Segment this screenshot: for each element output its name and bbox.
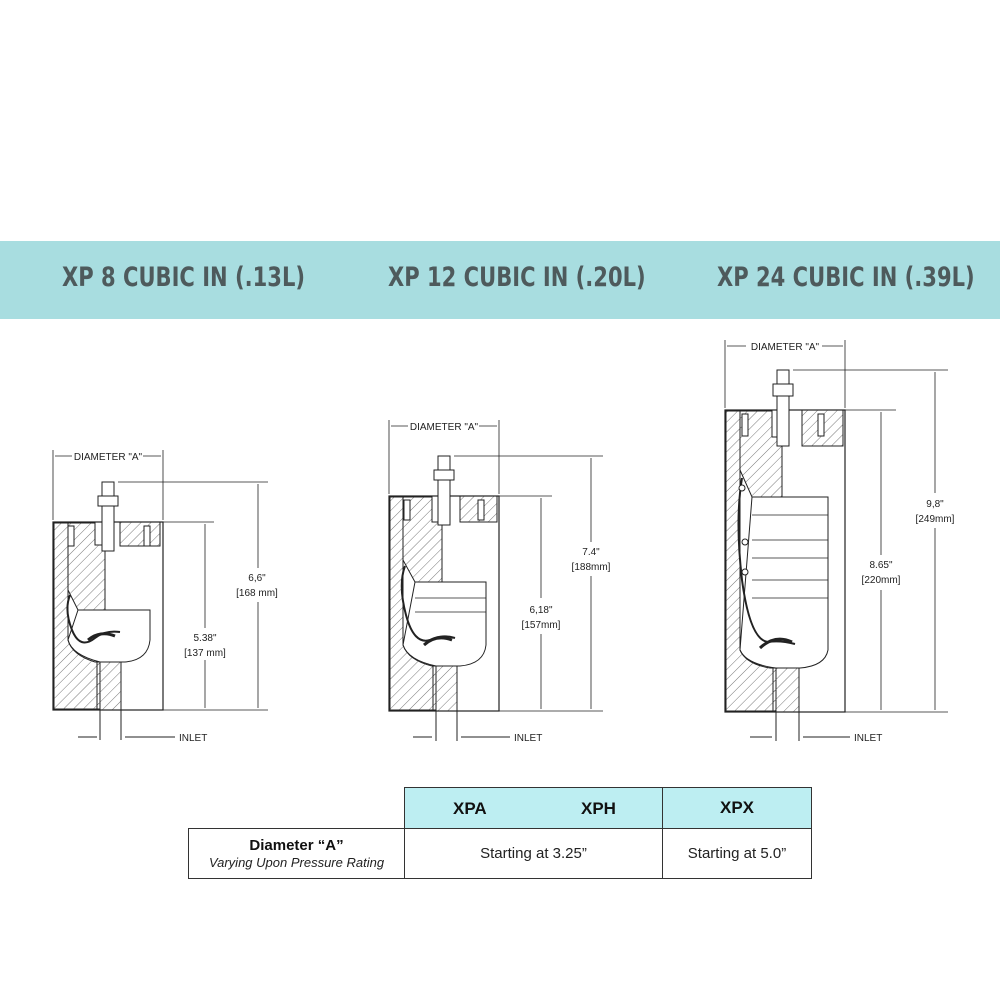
xp12-overall-height-mm: [188mm] [572, 562, 611, 573]
xp8-body-height: 5.38" [193, 633, 216, 644]
drawing-xp24: DIAMETER "A" 9,8" [249mm] 8.65" [220mm] … [724, 340, 955, 744]
xp24-inlet-label: INLET [854, 733, 882, 744]
xp24-overall-height: 9,8" [926, 499, 944, 510]
xp12-diameter-label: DIAMETER "A" [410, 422, 479, 433]
xp8-diameter-label: DIAMETER "A" [74, 452, 143, 463]
table-header-row: XPA XPH XPX [189, 787, 812, 829]
header-xpa-xph: XPA XPH [404, 787, 663, 829]
xp24-body-height-mm: [220mm] [862, 575, 901, 586]
xp24-overall-height-mm: [249mm] [916, 514, 955, 525]
table-corner-cell [189, 788, 405, 829]
xp12-body-height-mm: [157mm] [522, 620, 561, 631]
value-xpx: Starting at 5.0” [662, 828, 812, 879]
value-xpa-xph: Starting at 3.25” [404, 828, 663, 879]
xp12-body-height: 6,18" [529, 605, 552, 616]
xp8-overall-height-mm: [168 mm] [236, 588, 278, 599]
diameter-spec-table: XPA XPH XPX Diameter “A” Varying Upon Pr… [188, 787, 812, 879]
xp12-overall-height: 7.4" [582, 547, 600, 558]
title-xp12: XP 12 CUBIC IN (.20L) [388, 262, 646, 293]
row-sublabel: Varying Upon Pressure Rating [208, 855, 385, 870]
header-xpa: XPA [453, 799, 487, 818]
row-label-cell: Diameter “A” Varying Upon Pressure Ratin… [188, 828, 405, 879]
title-xp8: XP 8 CUBIC IN (.13L) [62, 262, 305, 293]
drawing-xp12: DIAMETER "A" 7.4" [188mm] 6,18" [157mm] … [388, 420, 611, 744]
row-label: Diameter “A” [249, 837, 344, 854]
drawing-xp8: DIAMETER "A" 6,6" [168 mm] 5.38" [137 mm… [52, 450, 278, 744]
title-banner [0, 241, 1000, 319]
xp24-body-height: 8.65" [869, 560, 892, 571]
title-xp24: XP 24 CUBIC IN (.39L) [717, 262, 975, 293]
xp8-body-height-mm: [137 mm] [184, 648, 226, 659]
table-row: Diameter “A” Varying Upon Pressure Ratin… [188, 828, 812, 879]
xp8-overall-height: 6,6" [248, 573, 266, 584]
xp12-inlet-label: INLET [514, 733, 542, 744]
xp8-inlet-label: INLET [179, 733, 207, 744]
xp24-diameter-label: DIAMETER "A" [751, 342, 820, 353]
header-xph: XPH [581, 799, 616, 818]
header-xpx: XPX [662, 787, 812, 829]
